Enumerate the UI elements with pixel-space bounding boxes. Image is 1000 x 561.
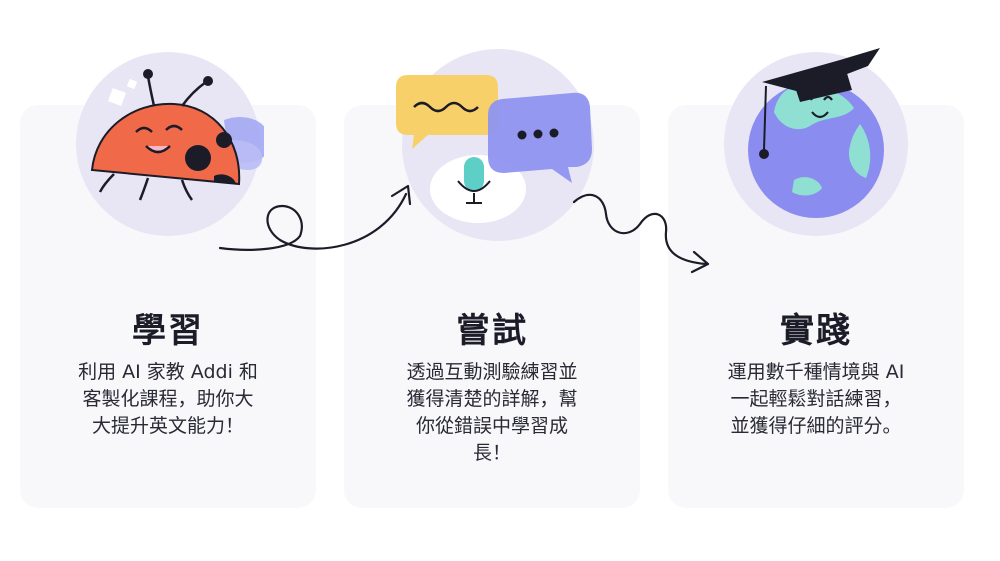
step-description-line: 透過互動測驗練習並 bbox=[406, 361, 578, 383]
step-description: 運用數千種情境與 AI 一起輕鬆對話練習， 並獲得仔細的評分。 bbox=[708, 359, 924, 440]
step-description-line: 一起輕鬆對話練習， bbox=[730, 388, 902, 410]
step-description: 利用 AI 家教 Addi 和 客製化課程，助你大 大提升英文能力！ bbox=[60, 359, 276, 440]
step-description-line: 長！ bbox=[472, 442, 511, 464]
chat-bubbles-microphone-icon bbox=[396, 49, 594, 241]
step-description-line: 運用數千種情境與 AI bbox=[727, 361, 905, 383]
step-description-line: 並獲得仔細的評分。 bbox=[730, 415, 902, 437]
microphone-icon bbox=[464, 157, 484, 191]
step-title: 學習 bbox=[132, 311, 204, 351]
step-description-line: 客製化課程，助你大 bbox=[82, 388, 254, 410]
graduation-globe-icon bbox=[724, 48, 908, 236]
step-title: 嘗試 bbox=[456, 311, 528, 351]
ladybug-icon bbox=[76, 52, 264, 236]
step-description-line: 大提升英文能力！ bbox=[91, 415, 244, 437]
step-description: 透過互動測驗練習並 獲得清楚的詳解，幫 你從錯誤中學習成 長！ bbox=[384, 359, 600, 467]
step-description-line: 你從錯誤中學習成 bbox=[415, 415, 568, 437]
step-description-line: 獲得清楚的詳解，幫 bbox=[406, 388, 578, 410]
step-description-line: 利用 AI 家教 Addi 和 bbox=[78, 361, 258, 383]
step-title: 實踐 bbox=[780, 311, 852, 351]
